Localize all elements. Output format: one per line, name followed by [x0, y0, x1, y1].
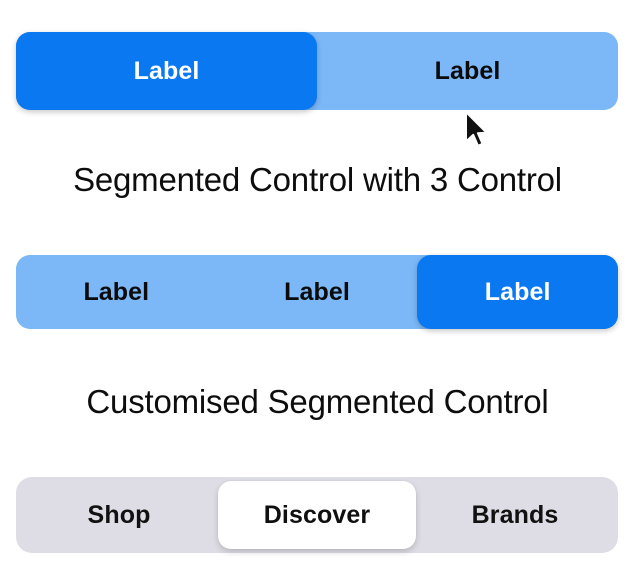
- segment-label: Shop: [87, 500, 151, 529]
- segment-one-item-0[interactable]: Label: [16, 32, 317, 110]
- segment-two-item-1[interactable]: Label: [217, 255, 418, 329]
- segment-label: Discover: [263, 500, 371, 529]
- segment-label: Label: [133, 56, 200, 85]
- segment-one-item-1[interactable]: Label: [317, 32, 618, 110]
- segment-label: Label: [284, 277, 350, 306]
- segmented-control-two-segments[interactable]: Label Label: [16, 32, 618, 110]
- segment-three-item-discover[interactable]: Discover: [218, 481, 416, 549]
- segment-label: Label: [83, 277, 150, 306]
- segmented-control-customised[interactable]: Shop Discover Brands: [16, 477, 618, 553]
- arrow-pointer-cursor: [463, 110, 491, 150]
- segment-three-item-brands[interactable]: Brands: [416, 481, 614, 549]
- segment-three-item-shop[interactable]: Shop: [20, 481, 218, 549]
- segment-label: Label: [434, 56, 501, 85]
- segment-two-item-0[interactable]: Label: [16, 255, 217, 329]
- segment-two-item-2[interactable]: Label: [417, 255, 619, 329]
- segmented-control-three-segments[interactable]: Label Label Label: [16, 255, 619, 329]
- segment-label: Brands: [471, 500, 559, 529]
- caption-customised-segmented-control: Customised Segmented Control: [86, 383, 549, 420]
- caption-segmented-control-with-3-control: Segmented Control with 3 Control: [73, 161, 562, 198]
- segment-label: Label: [484, 277, 551, 306]
